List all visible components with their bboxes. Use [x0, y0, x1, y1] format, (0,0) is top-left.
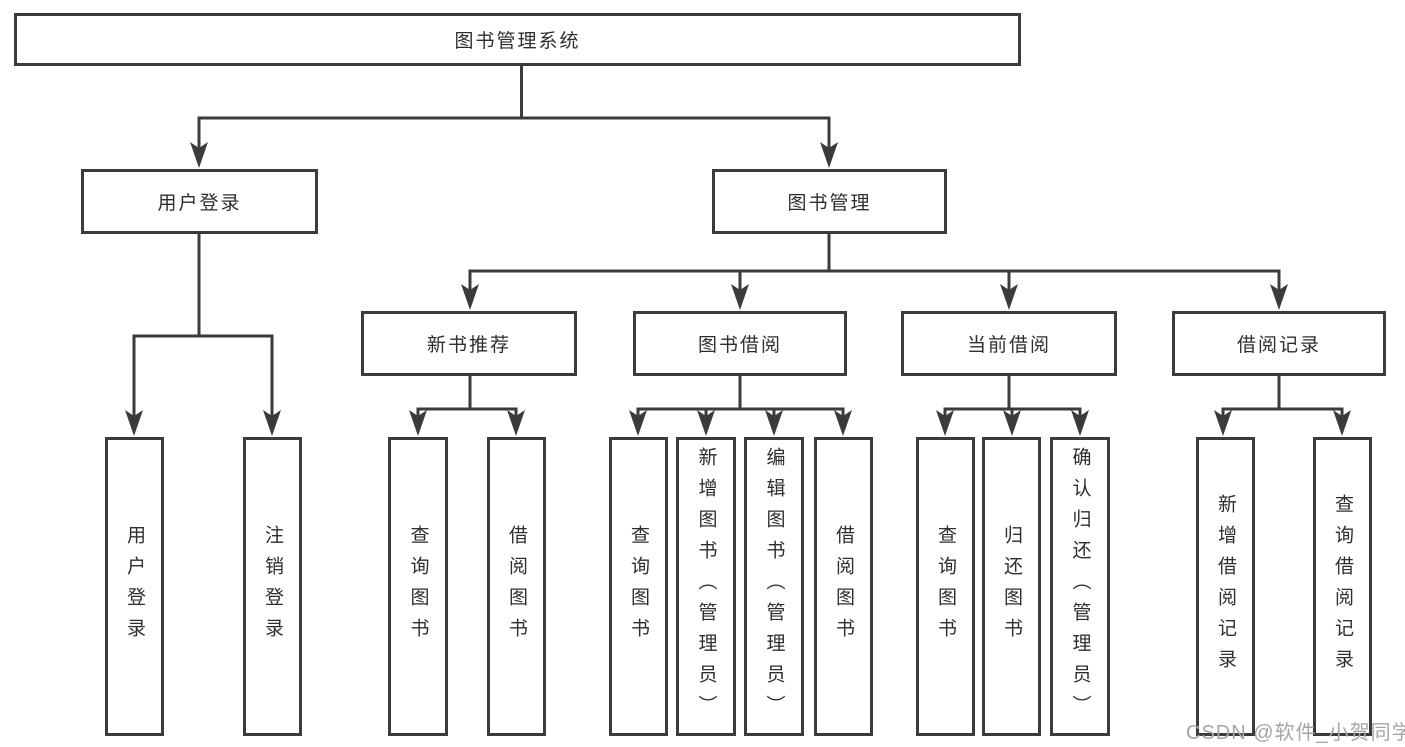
node-label: 查询图书 — [407, 524, 429, 649]
csdn-watermark: CSDN @软件_小贺同学 — [1186, 722, 1405, 744]
leaf-logout-login: 注销登录 — [243, 437, 302, 736]
arrow-down-icon — [507, 410, 525, 436]
connector-newbookrec-to-leaves — [416, 376, 518, 420]
connector-currentborrow-to-leaves — [943, 376, 1082, 420]
arrow-down-icon — [461, 284, 479, 310]
node-book-management: 图书管理 — [712, 169, 947, 234]
leaf-query-books-recommend: 查询图书 — [388, 437, 448, 736]
node-label: 用户登录 — [124, 524, 145, 649]
node-book-borrow: 图书借阅 — [633, 311, 847, 376]
node-label: 新书推荐 — [426, 335, 511, 356]
leaf-query-books-borrow: 查询图书 — [609, 437, 668, 736]
node-root-system: 图书管理系统 — [14, 13, 1021, 66]
arrow-down-icon — [1003, 410, 1021, 436]
leaf-query-books-current: 查询图书 — [916, 437, 975, 736]
node-label: 确认归还（管理员） — [1069, 447, 1091, 726]
arrow-down-icon — [190, 142, 208, 168]
leaf-edit-books-admin: 编辑图书（管理员） — [744, 437, 804, 736]
leaf-add-borrow-record: 新增借阅记录 — [1196, 437, 1255, 736]
node-label: 借阅记录 — [1236, 335, 1321, 356]
arrow-down-icon — [731, 284, 749, 310]
arrow-down-icon — [697, 410, 715, 436]
node-label: 用户登录 — [157, 193, 242, 214]
node-label: 编辑图书（管理员） — [763, 447, 785, 726]
connector-borrowrecords-to-leaves — [1221, 376, 1344, 420]
arrow-down-icon — [409, 410, 427, 436]
node-user-login: 用户登录 — [81, 169, 318, 234]
leaf-borrow-books: 借阅图书 — [814, 437, 873, 736]
node-label: 图书管理系统 — [454, 31, 581, 52]
arrow-down-icon — [834, 410, 852, 436]
leaf-return-books: 归还图书 — [982, 437, 1041, 736]
node-label: 查询图书 — [935, 524, 956, 649]
node-label: 查询图书 — [628, 524, 649, 649]
arrow-down-icon — [1214, 410, 1232, 436]
node-label: 借阅图书 — [506, 524, 527, 649]
connector-userlogin-to-leaves — [132, 234, 274, 420]
arrow-down-icon — [1270, 284, 1288, 310]
node-label: 图书管理 — [787, 193, 872, 214]
arrow-down-icon — [263, 410, 281, 436]
arrow-down-icon — [820, 142, 838, 168]
arrow-down-icon — [1333, 410, 1351, 436]
arrow-down-icon — [1071, 410, 1089, 436]
node-label: 新增借阅记录 — [1215, 493, 1236, 680]
node-label: 借阅图书 — [833, 524, 854, 649]
node-current-borrow: 当前借阅 — [901, 311, 1117, 376]
leaf-user-login: 用户登录 — [105, 437, 164, 736]
leaf-add-books-admin: 新增图书（管理员） — [676, 437, 736, 736]
leaf-query-borrow-record: 查询借阅记录 — [1313, 437, 1372, 736]
node-new-book-recommend: 新书推荐 — [361, 311, 577, 376]
arrow-down-icon — [765, 410, 783, 436]
arrow-down-icon — [629, 410, 647, 436]
arrow-down-icon — [936, 410, 954, 436]
leaf-borrow-books-recommend: 借阅图书 — [487, 437, 546, 736]
node-label: 归还图书 — [1001, 524, 1022, 649]
arrow-down-icon — [1000, 284, 1018, 310]
node-label: 查询借阅记录 — [1332, 493, 1353, 680]
node-label: 图书借阅 — [697, 335, 782, 356]
connector-bookmgmt-to-level3 — [468, 234, 1281, 293]
node-borrow-records: 借阅记录 — [1172, 311, 1386, 376]
connector-bookborrow-to-leaves — [636, 376, 845, 420]
node-label: 新增图书（管理员） — [695, 447, 717, 726]
arrow-down-icon — [125, 410, 143, 436]
leaf-confirm-return-admin: 确认归还（管理员） — [1050, 437, 1110, 736]
node-label: 注销登录 — [262, 524, 283, 649]
node-label: 当前借阅 — [966, 335, 1051, 356]
connector-root-to-level2 — [197, 64, 831, 152]
